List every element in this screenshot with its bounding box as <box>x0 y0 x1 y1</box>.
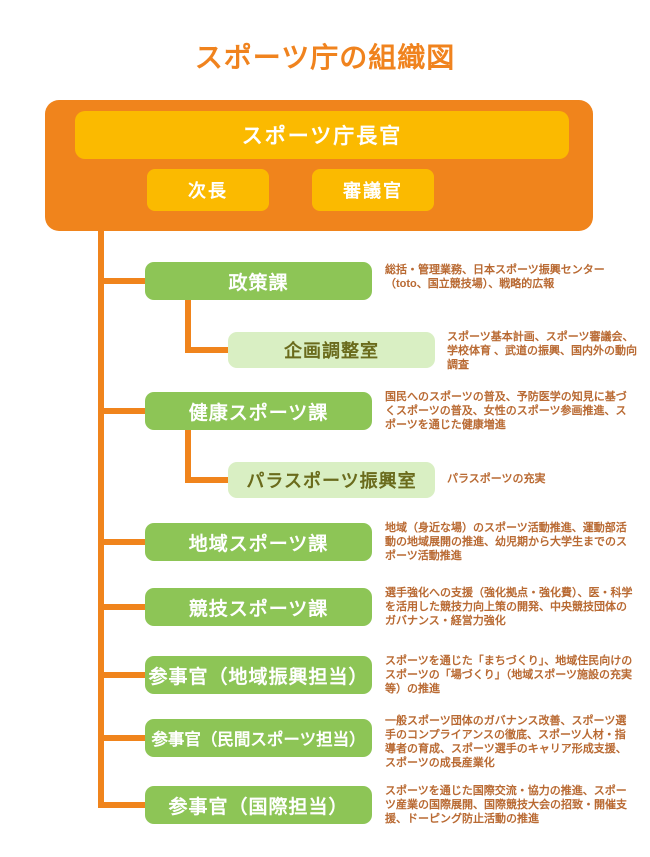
branch-line-policy <box>98 278 145 284</box>
elbow-vertical-para-office <box>185 430 191 483</box>
desc-counselor-private-sports: 一般スポーツ団体のガバナンス改善、スポーツ選手のコンプライアンスの徹底、スポーツ… <box>385 715 627 769</box>
branch-line-regional <box>98 539 145 545</box>
desc-regional-sports-division: 地域（身近な場）のスポーツ活動推進、運動部活動の地域展開の推進、幼児期から大学生… <box>385 522 627 562</box>
deputy-director-box: 次長 <box>147 169 269 211</box>
node-regional-sports-division: 地域スポーツ課 <box>145 523 372 561</box>
elbow-horizontal-para-office <box>185 477 228 483</box>
node-planning-coordination-office: 企画調整室 <box>228 332 435 368</box>
branch-line-counselor-international <box>98 802 145 808</box>
elbow-vertical-planning-office <box>185 300 191 353</box>
branch-line-health <box>98 408 145 414</box>
node-policy-division: 政策課 <box>145 262 372 300</box>
node-competitive-sports-division: 競技スポーツ課 <box>145 588 372 626</box>
councillor-box: 審議官 <box>312 169 434 211</box>
desc-competitive-sports-division: 選手強化への支援（強化拠点・強化費）、医・科学を活用した競技力向上策の開発、中央… <box>385 587 633 627</box>
node-counselor-international: 参事官（国際担当） <box>145 786 372 824</box>
elbow-horizontal-planning-office <box>185 347 228 353</box>
desc-counselor-international: スポーツを通じた国際交流・協力の推進、スポーツ産業の国際展開、国際競技大会の招致… <box>385 785 627 825</box>
branch-line-competitive <box>98 604 145 610</box>
node-health-sports-division: 健康スポーツ課 <box>145 392 372 430</box>
desc-health-sports-division: 国民へのスポーツの普及、予防医学の知見に基づくスポーツの普及、女性のスポーツ参画… <box>385 391 627 431</box>
agency-head-block: スポーツ庁長官 次長 審議官 <box>45 100 593 231</box>
desc-policy-division: 総括・管理業務、日本スポーツ振興センター（toto、国立競技場）、戦略的広報 <box>385 264 605 290</box>
desc-counselor-regional-development: スポーツを通じた「まちづくり」、地域住民向けのスポーツの「場づくり」（地域スポー… <box>385 655 633 695</box>
branch-line-counselor-regional <box>98 672 145 678</box>
node-counselor-regional-development: 参事官（地域振興担当） <box>145 656 372 694</box>
main-trunk-line <box>98 231 104 808</box>
page-title: スポーツ庁の組織図 <box>194 42 456 73</box>
commissioner-box: スポーツ庁長官 <box>75 111 569 159</box>
node-para-sports-promotion-office: パラスポーツ振興室 <box>228 462 435 498</box>
node-counselor-private-sports: 参事官（民間スポーツ担当） <box>145 719 372 757</box>
desc-planning-coordination-office: スポーツ基本計画、スポーツ審議会、学校体育 、武道の振興、国内外の動向調査 <box>447 331 638 371</box>
branch-line-counselor-private <box>98 735 145 741</box>
desc-para-sports-promotion-office: パラスポーツの充実 <box>447 473 546 485</box>
